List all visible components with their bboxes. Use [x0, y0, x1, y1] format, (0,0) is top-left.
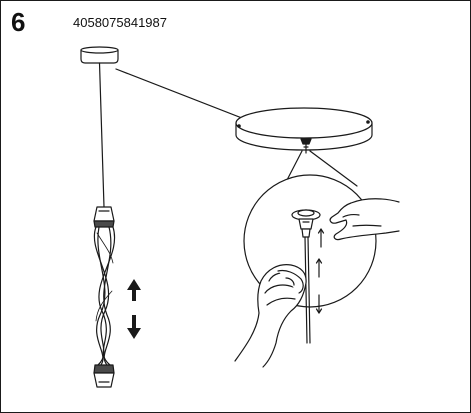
canopy-detail: [235, 107, 373, 154]
suspension-cable: [98, 62, 105, 208]
zoom-line-right: [309, 150, 358, 187]
zoom-line-left: [286, 150, 303, 181]
hand-pulling-icon: [234, 264, 307, 368]
height-adjust-arrows: [127, 279, 141, 339]
ceiling-canopy: [80, 46, 119, 64]
pendant-lamp: [93, 206, 116, 388]
gripper-closeup: [291, 209, 321, 344]
step-number: 6: [11, 7, 26, 37]
article-code: 4058075841987: [73, 15, 167, 30]
hand-pressing-icon: [329, 198, 400, 241]
cable-arrows: [315, 228, 325, 314]
